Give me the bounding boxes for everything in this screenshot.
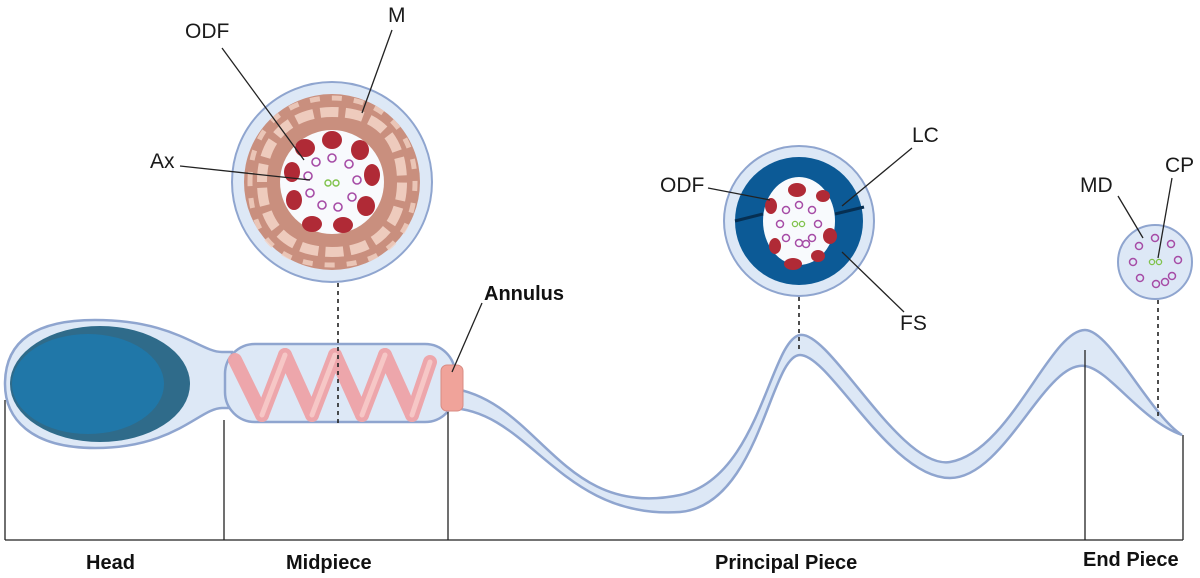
cp-leader — [1157, 177, 1173, 259]
label-axoneme: Ax — [150, 150, 175, 173]
fs-leader — [841, 251, 905, 313]
m-leader — [361, 29, 393, 114]
label-annulus: Annulus — [484, 283, 564, 305]
segment-principal-piece: Principal Piece — [715, 552, 857, 574]
segment-brackets — [4, 350, 1184, 541]
label-fs: FS — [900, 312, 927, 335]
ax-leader — [179, 165, 311, 181]
label-odf-midpiece: ODF — [185, 20, 229, 43]
segment-end-piece: End Piece — [1083, 549, 1179, 571]
md-leader — [1117, 195, 1144, 239]
lc-leader — [841, 147, 913, 207]
annulus-ring — [440, 364, 464, 412]
annulus-leader — [451, 302, 483, 373]
segment-head: Head — [86, 552, 135, 574]
label-md: MD — [1080, 174, 1113, 197]
midpiece-cross-section — [231, 81, 433, 283]
segment-midpiece: Midpiece — [286, 552, 372, 574]
label-lc: LC — [912, 124, 939, 147]
odf-principal-leader — [707, 187, 771, 201]
sperm-tail — [448, 328, 1183, 514]
mitochondrial-helix-shade — [259, 352, 433, 418]
label-mitochondria: M — [388, 4, 406, 27]
odf-mid-leader — [221, 47, 305, 161]
principal-piece-cross-section — [723, 145, 875, 297]
label-cp: CP — [1165, 154, 1194, 177]
head-acrosome — [12, 334, 164, 434]
label-odf-principal: ODF — [660, 174, 704, 197]
end-piece-cross-section — [1117, 224, 1193, 300]
